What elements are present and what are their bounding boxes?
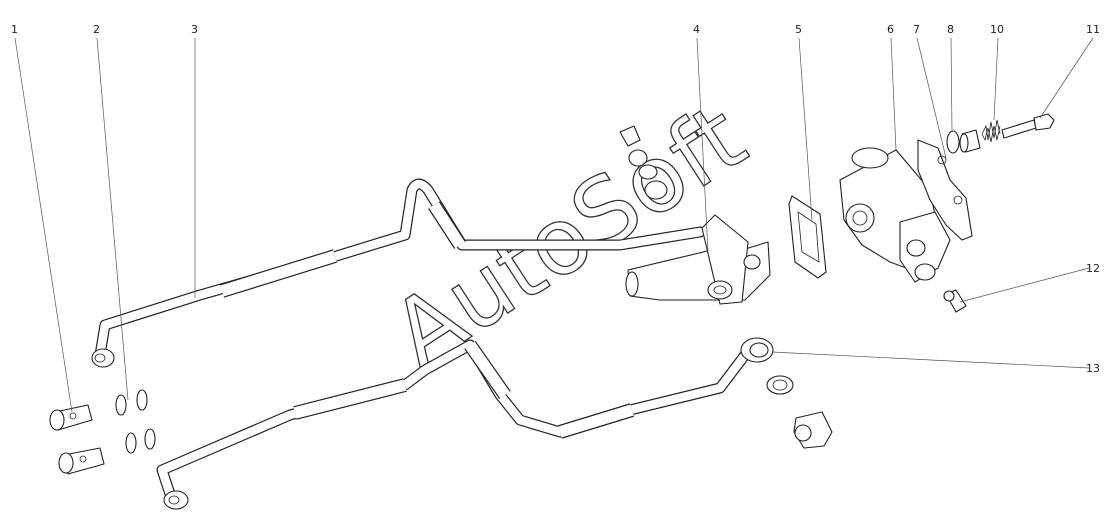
callout-5: 5 [795,23,802,36]
part-3-tube [91,178,706,368]
lower-tube [156,339,751,510]
part-5-gasket [788,195,827,279]
part-12-fitting [943,289,967,313]
callout-11: 11 [1086,23,1100,36]
leader-lines [14,37,1094,413]
callout-12: 12 [1086,262,1100,275]
part-6-housing [839,147,951,283]
callout-labels: 1 2 3 4 5 6 7 8 10 11 12 13 [11,23,1100,375]
part-7-plate [917,139,973,241]
part-4-valve [619,125,771,305]
callout-8: 8 [947,23,954,36]
part-2-washers [115,389,156,454]
part-13-banjo [740,337,833,449]
part-11-plunger [1001,113,1055,139]
callout-1: 1 [11,23,18,36]
callout-4: 4 [693,23,700,36]
callout-6: 6 [887,23,894,36]
callout-2: 2 [93,23,100,36]
callout-13: 13 [1086,362,1100,375]
plug [959,129,981,153]
callout-7: 7 [913,23,920,36]
callout-3: 3 [191,23,198,36]
part-1-bolts [49,404,105,475]
callout-10: 10 [990,23,1004,36]
part-8-ring [946,130,960,154]
part-10-spring [981,119,1001,143]
